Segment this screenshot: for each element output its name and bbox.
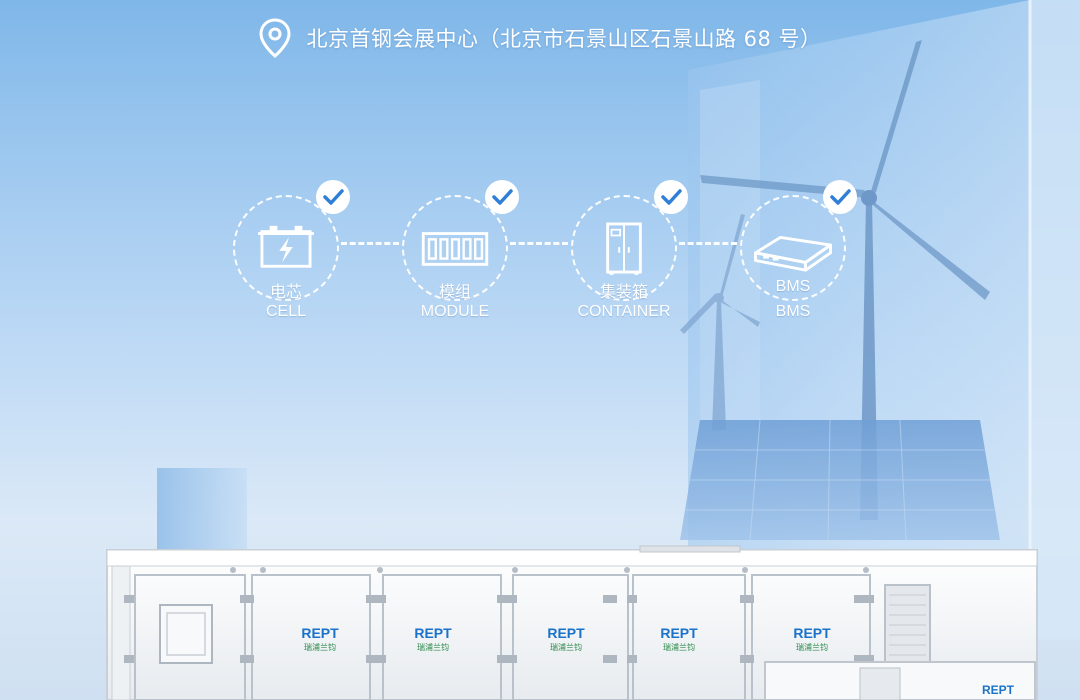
- flow-label-zh: 模组: [438, 284, 471, 301]
- battery-cell-icon: [258, 225, 314, 268]
- flow-label-en: BMS: [775, 303, 811, 320]
- flow-connector: [510, 242, 568, 245]
- flow-label-zh: BMS: [775, 278, 811, 295]
- svg-text:瑞浦兰钧: 瑞浦兰钧: [663, 642, 695, 652]
- wind-turbine-icon: [680, 214, 760, 430]
- svg-text:REPT: REPT: [547, 625, 585, 641]
- bms-box-icon: [754, 235, 832, 272]
- flow-node-circle: [402, 195, 508, 301]
- rept-logo: REPT 瑞浦兰钧: [301, 625, 339, 652]
- rept-logo: REPT 瑞浦兰钧: [660, 625, 698, 652]
- energy-storage-container: [106, 545, 1038, 700]
- flow-label-zh: 集装箱: [599, 284, 648, 301]
- svg-text:瑞浦兰钧: 瑞浦兰钧: [796, 642, 828, 652]
- check-icon: [654, 180, 688, 214]
- svg-text:REPT: REPT: [301, 625, 339, 641]
- flow-label-en: MODULE: [420, 303, 490, 320]
- check-icon: [485, 180, 519, 214]
- flow-connector: [679, 242, 737, 245]
- svg-text:瑞浦兰钧: 瑞浦兰钧: [304, 642, 336, 652]
- venue-address: 北京首钢会展中心（北京市石景山区石景山路 68 号）: [306, 27, 822, 51]
- product-flow: 电芯 CELL 模组 MODULE: [0, 175, 1080, 335]
- container-cabinet-icon: [606, 222, 642, 275]
- left-building: [157, 468, 247, 558]
- flow-node-circle: [571, 195, 677, 301]
- location-pin-icon: [259, 18, 291, 58]
- flow-label-en: CELL: [265, 303, 307, 320]
- svg-text:瑞浦兰钧: 瑞浦兰钧: [550, 642, 582, 652]
- flow-node-bms: BMS BMS: [740, 180, 857, 320]
- rept-logo: REPT 瑞浦兰钧: [793, 625, 831, 652]
- svg-text:瑞浦兰钧: 瑞浦兰钧: [417, 642, 449, 652]
- rept-logo: REPT 瑞浦兰钧: [414, 625, 452, 652]
- check-icon: [316, 180, 350, 214]
- check-icon: [823, 180, 857, 214]
- rept-logo: REPT 瑞浦兰钧: [547, 625, 585, 652]
- flow-label-zh: 电芯: [269, 284, 302, 301]
- flow-label-en: CONTAINER: [577, 303, 671, 320]
- flow-node-module: 模组 MODULE: [402, 180, 519, 320]
- flow-node-cell: 电芯 CELL: [233, 180, 350, 320]
- rept-logo-small-cabinet: REPT: [982, 683, 1015, 697]
- flow-node-container: 集装箱 CONTAINER: [571, 180, 688, 320]
- solar-panel: [680, 419, 1000, 541]
- flow-node-circle: [740, 195, 846, 301]
- svg-text:REPT: REPT: [660, 625, 698, 641]
- flow-connector: [341, 242, 399, 245]
- module-icon: [421, 232, 489, 266]
- svg-text:REPT: REPT: [793, 625, 831, 641]
- svg-text:REPT: REPT: [414, 625, 452, 641]
- flow-node-circle: [233, 195, 339, 301]
- location-header: 北京首钢会展中心（北京市石景山区石景山路 68 号）: [0, 18, 1080, 58]
